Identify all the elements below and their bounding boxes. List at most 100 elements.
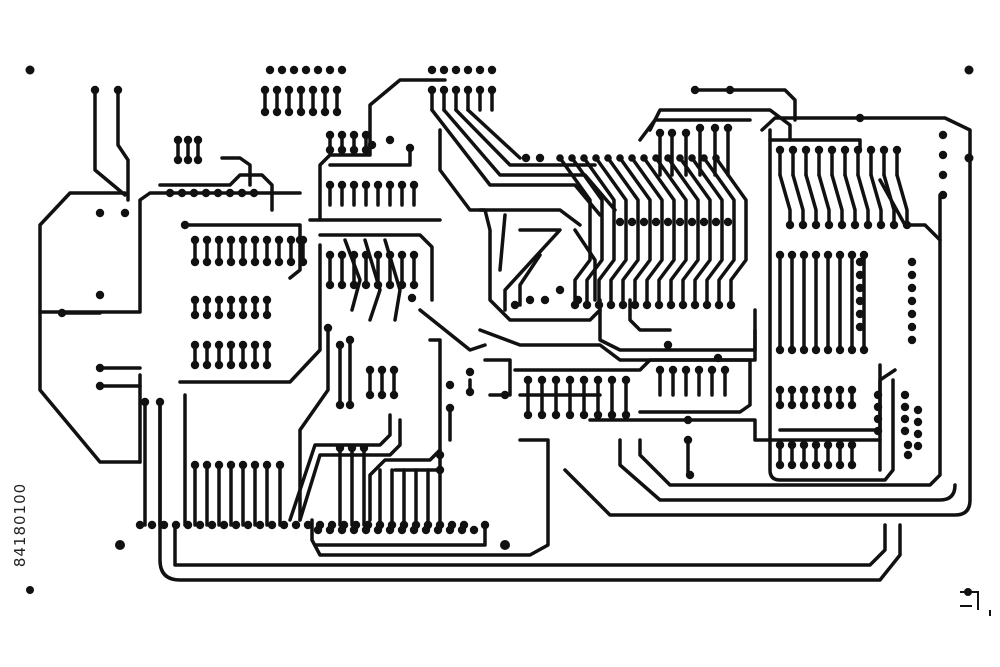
pad: [907, 309, 917, 319]
pad: [938, 190, 948, 200]
pad: [964, 153, 974, 163]
pad: [238, 460, 248, 470]
pad: [579, 410, 589, 420]
pad: [335, 340, 345, 350]
ic3-lead: [817, 173, 831, 227]
ic5-outline: [513, 358, 752, 414]
registration-marks: [960, 591, 991, 616]
pad: [714, 300, 724, 310]
pad: [250, 340, 260, 350]
pad: [135, 520, 145, 530]
ic3-lead: [895, 173, 909, 227]
pad: [521, 153, 531, 163]
pad: [593, 375, 603, 385]
pad: [325, 145, 335, 155]
pad: [226, 310, 236, 320]
pad: [147, 520, 157, 530]
pad: [639, 217, 649, 227]
pad: [551, 410, 561, 420]
pad: [284, 107, 294, 117]
pad: [892, 145, 902, 155]
pad: [823, 400, 833, 410]
pad: [250, 310, 260, 320]
fanout: [702, 156, 736, 307]
pad: [811, 250, 821, 260]
pad: [226, 460, 236, 470]
pad: [799, 440, 809, 450]
pad: [835, 400, 845, 410]
pad: [799, 345, 809, 355]
pad: [902, 220, 912, 230]
right-box: [768, 128, 895, 482]
pad: [710, 123, 720, 133]
pad: [607, 410, 617, 420]
pad: [367, 140, 377, 150]
rail: [93, 88, 127, 197]
pad: [190, 235, 200, 245]
pad: [373, 525, 383, 535]
lower-route: [368, 448, 442, 522]
pad: [900, 402, 910, 412]
lower-route: [288, 413, 392, 522]
pad: [475, 65, 485, 75]
pad: [320, 85, 330, 95]
pad: [115, 540, 125, 550]
ic3-route: [878, 178, 907, 227]
pad: [238, 340, 248, 350]
pad: [337, 180, 347, 190]
pad: [272, 85, 282, 95]
pad: [593, 410, 603, 420]
pad: [855, 309, 865, 319]
pad: [202, 360, 212, 370]
pad: [279, 520, 289, 530]
pad: [435, 450, 445, 460]
stock-id-label: 84180100: [8, 440, 32, 610]
pad: [664, 154, 672, 162]
pad: [814, 145, 824, 155]
pad: [337, 130, 347, 140]
fanout: [642, 156, 676, 307]
pad: [535, 153, 545, 163]
pad: [347, 443, 357, 453]
pad: [859, 250, 869, 260]
pad: [397, 180, 407, 190]
pad: [847, 460, 857, 470]
pad: [615, 217, 625, 227]
pad: [250, 295, 260, 305]
pad: [377, 365, 387, 375]
pad: [903, 450, 913, 460]
pad: [140, 397, 150, 407]
pad: [663, 217, 673, 227]
pad: [226, 360, 236, 370]
pad: [214, 310, 224, 320]
pad: [873, 414, 883, 424]
pad: [651, 217, 661, 227]
pad: [361, 525, 371, 535]
pad: [238, 235, 248, 245]
ic3-lead: [791, 173, 805, 227]
pad: [835, 250, 845, 260]
pad: [397, 280, 407, 290]
pad: [640, 154, 648, 162]
pad: [433, 525, 443, 535]
pad: [667, 128, 677, 138]
pad: [630, 300, 640, 310]
pad: [866, 145, 876, 155]
pad: [579, 375, 589, 385]
pad: [465, 387, 475, 397]
pad: [847, 385, 857, 395]
pad: [565, 410, 575, 420]
pad: [811, 345, 821, 355]
pad: [180, 220, 190, 230]
pad: [262, 295, 272, 305]
pad: [907, 270, 917, 280]
pad: [332, 85, 342, 95]
pad: [655, 128, 665, 138]
pad: [421, 525, 431, 535]
pad: [723, 123, 733, 133]
pad: [523, 375, 533, 385]
pad: [190, 310, 200, 320]
pad: [171, 520, 181, 530]
pad: [907, 322, 917, 332]
conn-route: [430, 108, 602, 217]
